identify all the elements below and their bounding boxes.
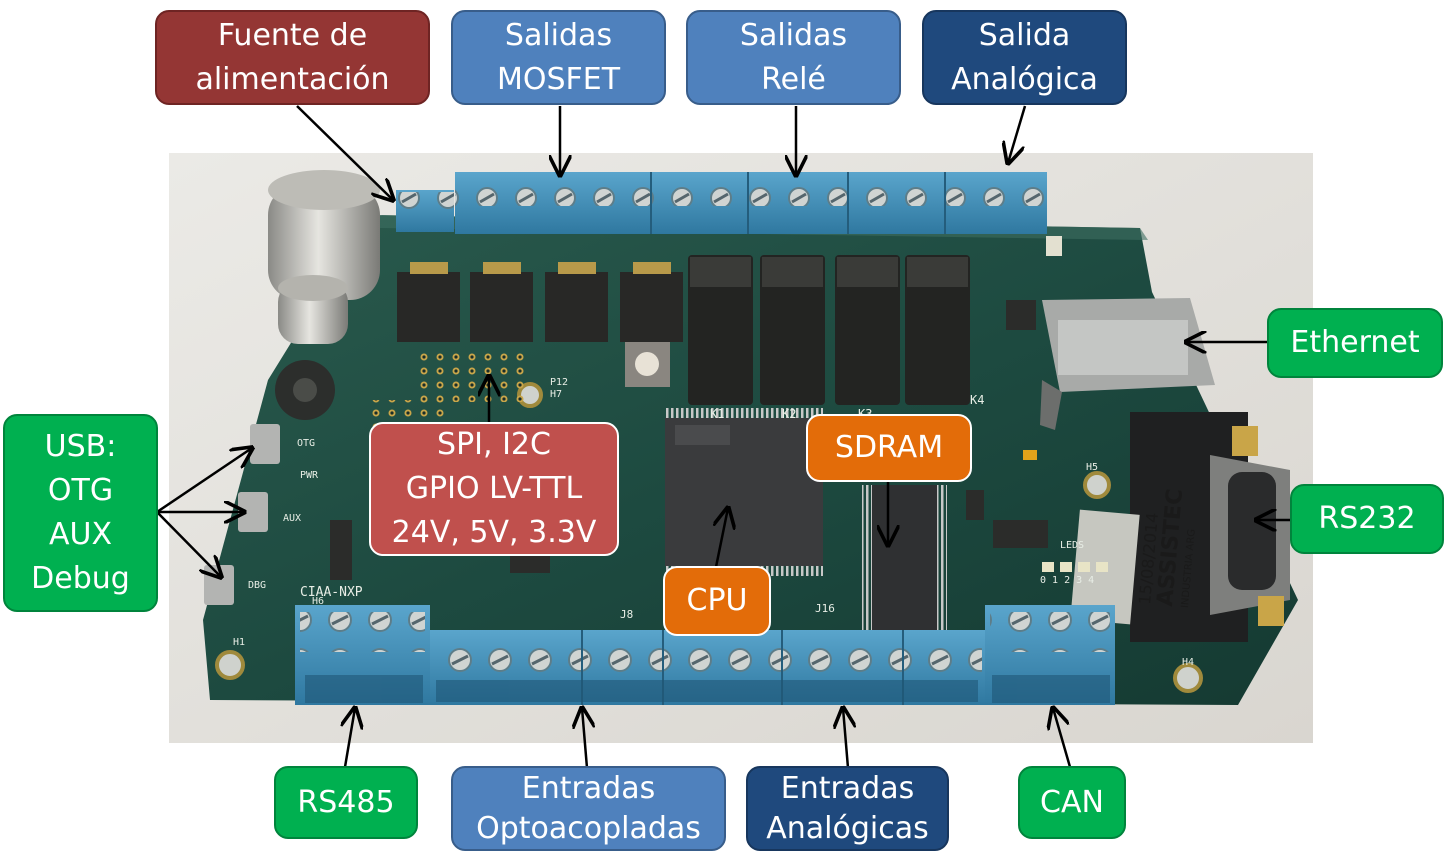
label-rs232-text: RS232: [1318, 501, 1416, 536]
label-expansion-line1: SPI, I2C: [437, 427, 551, 462]
label-cpu: CPU: [663, 566, 771, 636]
label-rs485: RS485: [274, 766, 418, 839]
label-usb-line3: AUX: [48, 517, 113, 552]
label-analog-output: Salida Analógica: [922, 10, 1127, 105]
top-terminals: [396, 172, 1047, 234]
header-h6-text: H6: [312, 596, 324, 607]
header-h1-text: H1: [233, 637, 245, 648]
ethernet-jack: [1040, 298, 1215, 430]
label-rs232: RS232: [1290, 484, 1444, 554]
db9-connector: [1130, 412, 1290, 642]
label-mosfet-outputs-line2: MOSFET: [496, 61, 621, 97]
usb-dbg-text: DBG: [248, 580, 266, 591]
label-relay-outputs-line1: Salidas: [739, 17, 848, 53]
cpu-chip: [665, 408, 823, 576]
label-can: CAN: [1018, 766, 1126, 839]
label-opto-inputs-line2: Optoacopladas: [476, 810, 701, 846]
bottom-terminals: [295, 605, 1115, 705]
capacitors: [268, 170, 380, 344]
label-sdram-text: SDRAM: [834, 430, 944, 465]
label-usb-line1: USB:: [44, 429, 117, 464]
pwr-text: PWR: [300, 470, 319, 481]
mosfets: [397, 272, 683, 342]
usb-ports: [204, 424, 280, 605]
label-analog-output-line2: Analógica: [951, 61, 1098, 97]
label-cpu-text: CPU: [686, 583, 748, 618]
label-analog-inputs: Entradas Analógicas: [746, 766, 949, 851]
usb-otg-text: OTG: [297, 438, 315, 449]
sdram-chip: [862, 485, 947, 630]
label-expansion-line3: 24V, 5V, 3.3V: [391, 515, 597, 550]
header-j8-text: J8: [620, 608, 633, 621]
label-analog-inputs-line1: Entradas: [780, 770, 915, 806]
leds-text: LEDS: [1060, 540, 1084, 551]
label-relay-outputs-line2: Relé: [761, 61, 826, 97]
label-opto-inputs-line1: Entradas: [521, 770, 656, 806]
label-relay-outputs: Salidas Relé: [686, 10, 901, 105]
led-numbers-text: 0 1 2 3 4: [1040, 575, 1094, 586]
header-h5-text: H5: [1086, 462, 1098, 473]
label-usb-line2: OTG: [47, 473, 114, 508]
label-ethernet-text: Ethernet: [1290, 325, 1420, 360]
pointer-arrows: [156, 105, 1290, 769]
header-p12-text: P12: [550, 377, 568, 388]
label-analog-output-line1: Salida: [978, 17, 1071, 53]
relay-k4-text: K4: [970, 393, 984, 407]
label-sdram: SDRAM: [806, 414, 972, 482]
label-expansion-line2: GPIO LV-TTL: [405, 471, 583, 506]
label-power-supply-line1: Fuente de: [217, 17, 368, 53]
relay-k2-text: K2: [782, 407, 796, 421]
label-ethernet: Ethernet: [1267, 308, 1443, 378]
usb-aux-text: AUX: [283, 513, 301, 524]
label-analog-inputs-line2: Analógicas: [766, 810, 929, 846]
header-h4-text: H4: [1182, 657, 1194, 668]
relay-k1-text: K1: [710, 407, 724, 421]
header-j16-text: J16: [815, 602, 835, 615]
label-mosfet-outputs-line1: Salidas: [504, 17, 613, 53]
label-can-text: CAN: [1040, 784, 1104, 820]
board-model-text: CIAA-NXP: [300, 585, 363, 600]
label-usb: USB: OTG AUX Debug: [3, 414, 158, 612]
label-usb-line4: Debug: [31, 561, 130, 596]
label-opto-inputs: Entradas Optoacopladas: [451, 766, 726, 851]
label-power-supply-line2: alimentación: [195, 61, 390, 97]
label-rs485-text: RS485: [297, 784, 395, 820]
label-expansion: SPI, I2C GPIO LV-TTL 24V, 5V, 3.3V: [369, 422, 619, 556]
label-power-supply: Fuente de alimentación: [155, 10, 430, 105]
header-h7-text: H7: [550, 389, 562, 400]
relays: [688, 255, 970, 405]
label-mosfet-outputs: Salidas MOSFET: [451, 10, 666, 105]
